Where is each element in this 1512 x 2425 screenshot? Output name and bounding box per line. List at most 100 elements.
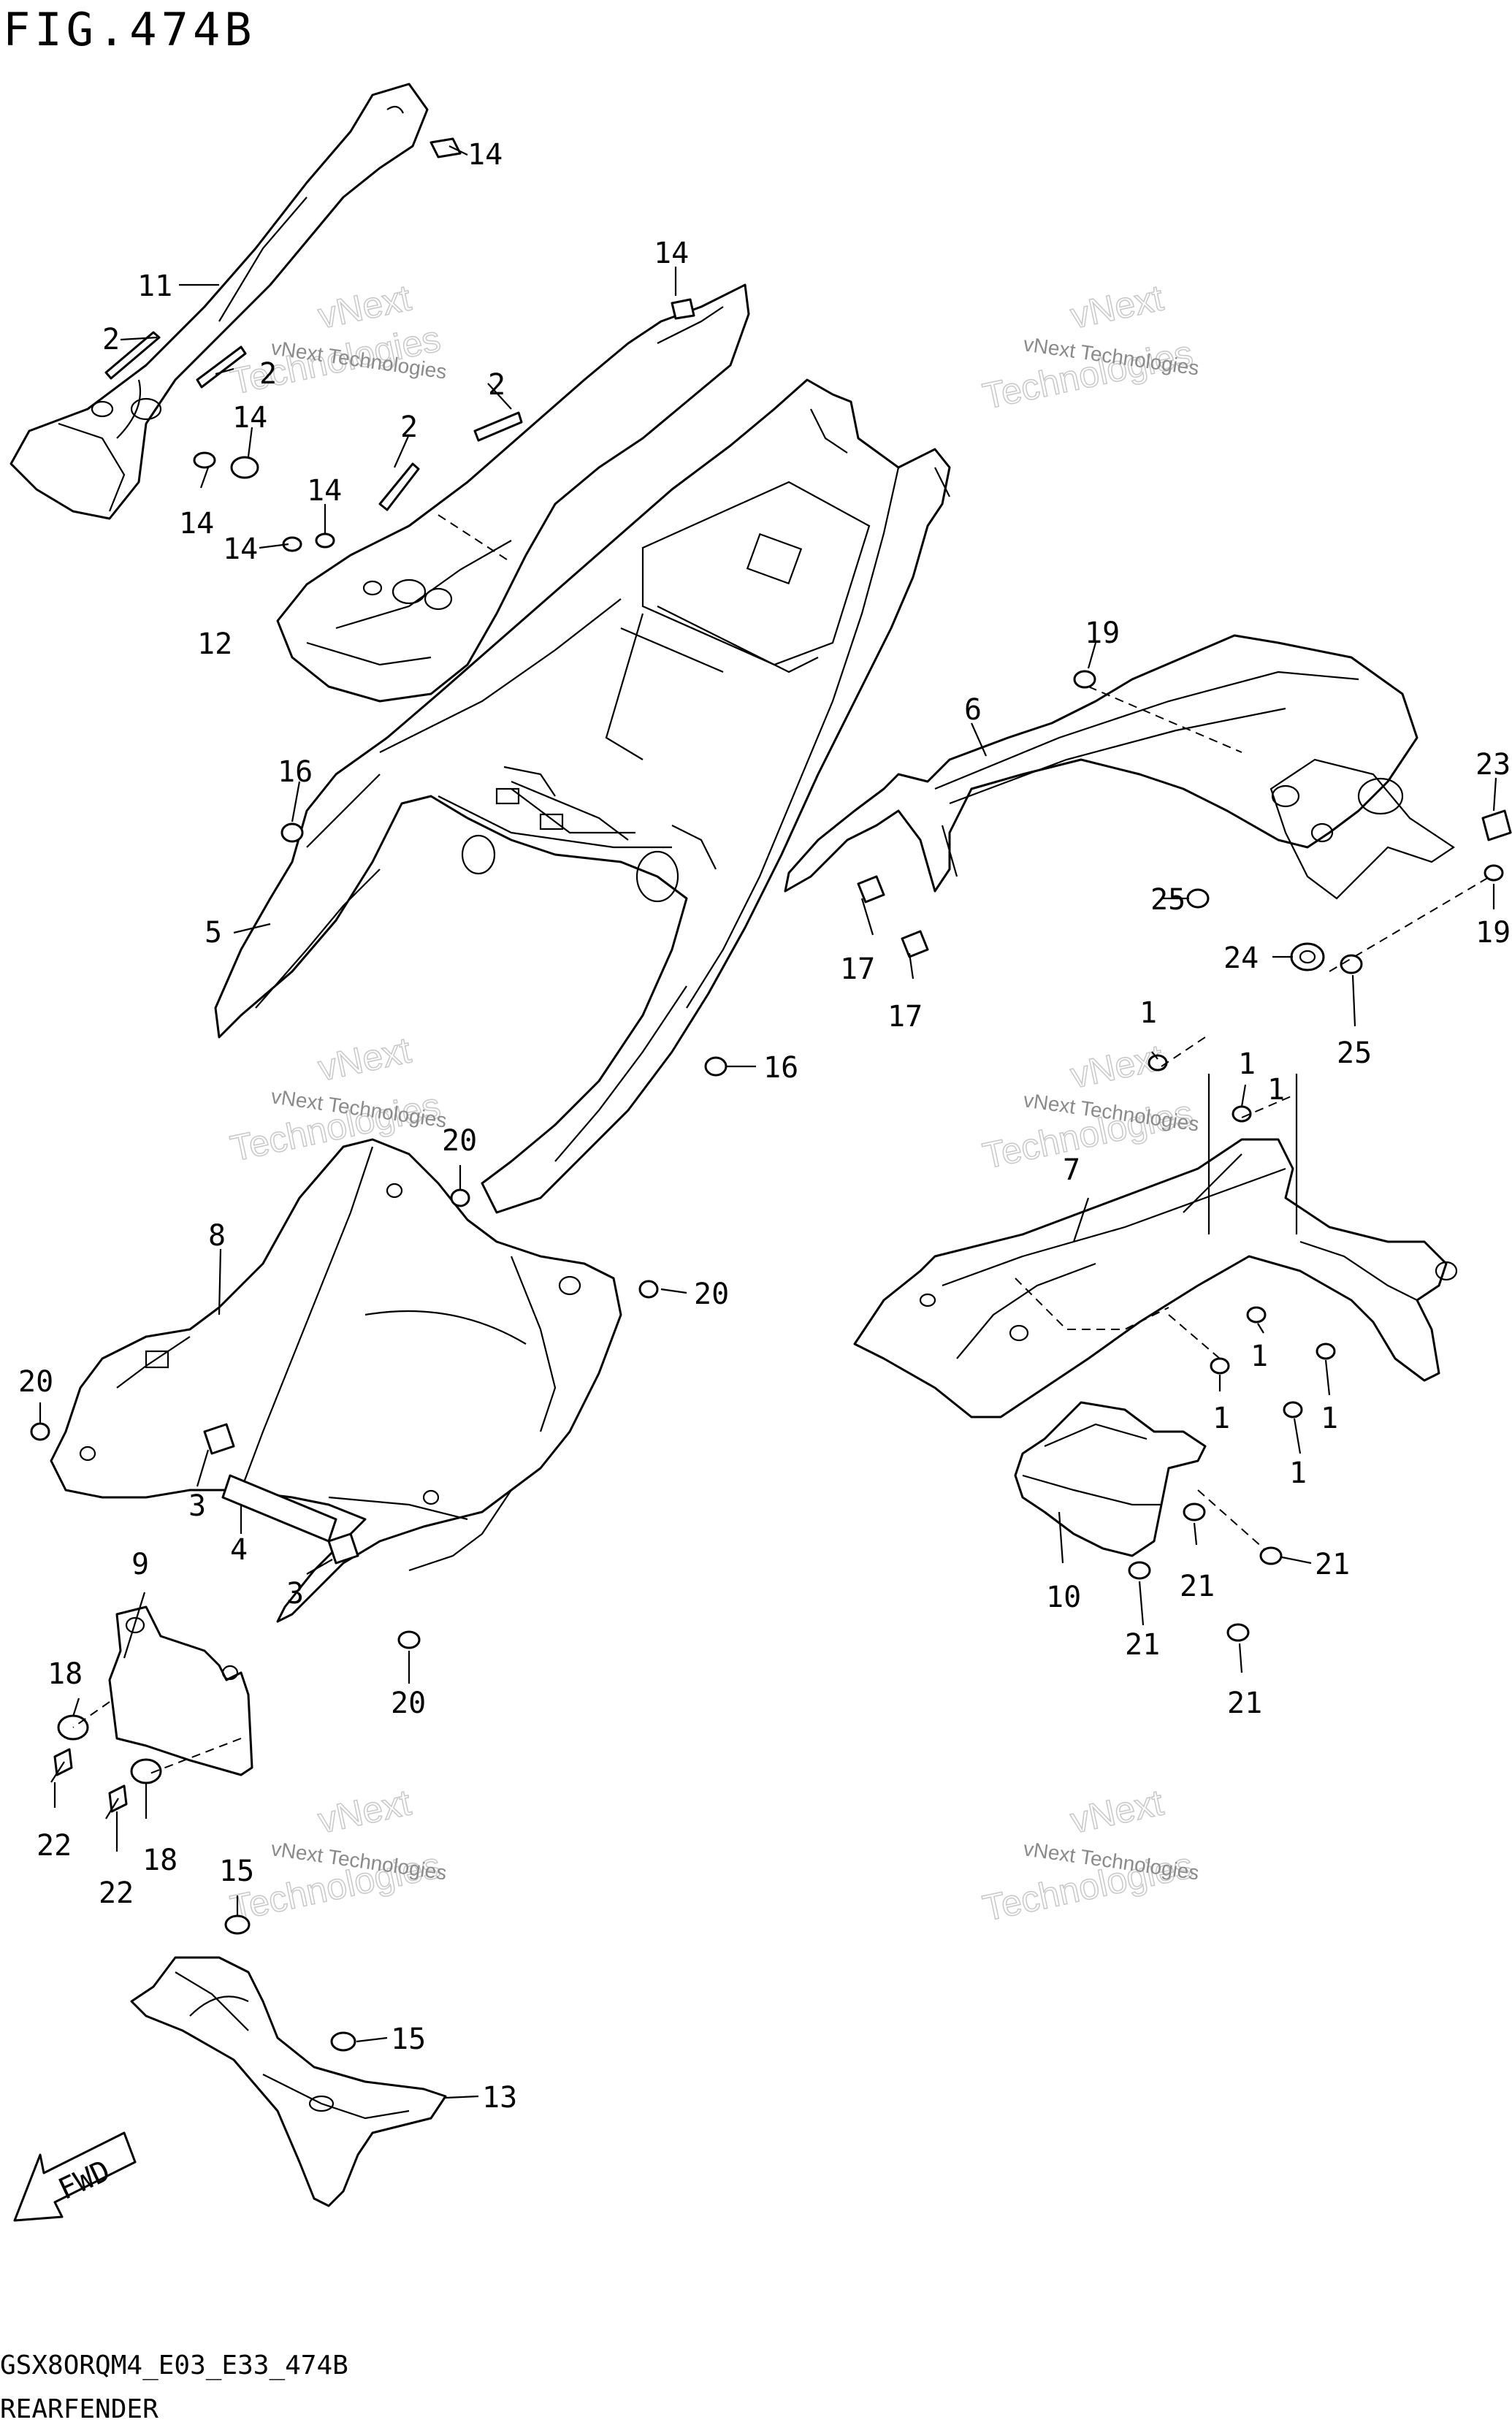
callout-25-b: 25 — [1337, 1036, 1372, 1070]
callout-21-a: 21 — [1315, 1548, 1350, 1581]
watermark-low-left: Technologies vNext vNext Technologies — [226, 1781, 448, 1930]
callout-21-b: 21 — [1180, 1570, 1215, 1603]
watermark-low-right: Technologies vNext vNext Technologies — [979, 1781, 1201, 1930]
callout-15-b: 15 — [391, 2023, 426, 2056]
part-22-screw-b — [105, 1784, 128, 1819]
part-10-lower-cover — [130, 1956, 447, 2207]
callout-13: 12 — [197, 627, 232, 661]
part-15-nut-b — [330, 2031, 356, 2052]
fastener-19-b — [1484, 864, 1504, 882]
fastener-19-a — [1073, 670, 1096, 689]
callout-19-b: 19 — [1475, 916, 1511, 950]
callout-5: 5 — [205, 916, 222, 950]
fastener-1-c — [1246, 1306, 1267, 1324]
fastener-17-a — [857, 875, 885, 904]
callout-17-b: 17 — [887, 1000, 923, 1034]
svg-text:vNext: vNext — [1067, 277, 1167, 336]
part-2-label-d — [378, 462, 420, 511]
watermark-mid-left: Technologies vNext vNext Technologies — [226, 1029, 448, 1170]
callout-20-b: 20 — [694, 1278, 729, 1311]
fastener-17-b — [901, 930, 929, 958]
callout-14-c: 14 — [232, 401, 267, 435]
callout-7: 7 — [1063, 1153, 1080, 1187]
part-2-label-c — [473, 411, 523, 442]
callout-9: 9 — [131, 1548, 149, 1581]
part-5-rear-fender — [214, 378, 951, 1214]
callout-1-c: 1 — [1251, 1340, 1268, 1373]
callout-20-d: 20 — [391, 1687, 426, 1720]
callout-1-b: 1 — [1238, 1047, 1256, 1081]
part-13-cover — [276, 283, 750, 703]
watermark-top-left: Technologies vNext vNext Technologies — [226, 277, 448, 403]
callout-1-a: 1 — [1139, 996, 1157, 1030]
part-23-bolt — [1481, 809, 1512, 841]
part-12-cover — [9, 83, 429, 520]
callout-24: 24 — [1223, 942, 1259, 975]
fastener-14-c — [230, 456, 259, 479]
callout-10: 13 — [482, 2081, 517, 2115]
part-3-clip-a — [203, 1423, 235, 1455]
callout-22-b: 22 — [99, 1876, 134, 1910]
fastener-20-a — [450, 1188, 470, 1207]
fastener-1-d — [1210, 1357, 1230, 1375]
callout-8: 8 — [208, 1219, 226, 1253]
part-24-nut — [1290, 942, 1325, 971]
callout-20-c: 20 — [18, 1365, 53, 1399]
callout-11: 10 — [1046, 1581, 1081, 1614]
fastener-14-f — [315, 532, 335, 549]
part-4-reflector — [221, 1474, 337, 1543]
part-8-inner-fender — [50, 1138, 622, 1623]
callout-1-d: 1 — [1213, 1402, 1230, 1435]
part-3-clip-b — [327, 1532, 359, 1565]
callout-1-e: 1 — [1321, 1402, 1338, 1435]
callout-4: 4 — [230, 1533, 248, 1567]
fastener-1-b — [1232, 1105, 1252, 1123]
section-name: REARFENDER — [0, 2394, 159, 2424]
fastener-21-a — [1259, 1546, 1283, 1565]
part-7-bracket — [853, 1138, 1458, 1418]
fastener-1-f — [1283, 1401, 1303, 1418]
figure-title: FIG.474B — [3, 3, 256, 56]
watermark-top-right: Technologies vNext vNext Technologies — [979, 277, 1201, 418]
callout-14-a: 14 — [467, 138, 503, 172]
fastener-20-b — [638, 1280, 659, 1299]
fastener-20-c — [30, 1422, 50, 1441]
part-11-panel — [1014, 1401, 1207, 1557]
svg-text:vNext: vNext — [315, 1781, 415, 1841]
callout-18-a: 18 — [47, 1657, 83, 1691]
part-6-fender-extension — [784, 634, 1455, 900]
fastener-14-d — [193, 451, 216, 469]
callout-2-d: 2 — [400, 410, 418, 444]
watermark-mid-right: Technologies vNext vNext Technologies — [979, 1036, 1201, 1177]
callout-20-a: 20 — [442, 1124, 477, 1158]
svg-text:vNext: vNext — [1067, 1781, 1167, 1841]
callout-6: 6 — [964, 693, 982, 727]
fastener-1-a — [1148, 1054, 1168, 1072]
callout-14-e: 14 — [223, 532, 258, 566]
callout-2-b: 2 — [259, 357, 277, 391]
part-15-nut-a — [224, 1914, 251, 1935]
callout-1-g: 1 — [1267, 1073, 1285, 1107]
callout-22-a: 22 — [37, 1829, 72, 1863]
callout-25-a: 25 — [1150, 883, 1185, 917]
callout-15-a: 15 — [219, 1855, 254, 1888]
fastener-21-b — [1183, 1502, 1206, 1521]
callout-17-a: 17 — [840, 952, 875, 986]
fastener-16-b — [704, 1056, 728, 1077]
callout-14-d: 14 — [179, 507, 214, 541]
callout-16-b: 16 — [763, 1051, 798, 1085]
callout-19-a: 19 — [1085, 616, 1120, 650]
part-22-screw-a — [50, 1748, 73, 1783]
callouts: 11 2 2 2 2 14 14 14 14 14 14 12 16 5 16 … — [18, 138, 1511, 2115]
fastener-14-a — [429, 137, 462, 159]
callout-21-c: 21 — [1125, 1628, 1160, 1662]
fastener-1-e — [1316, 1343, 1336, 1360]
part-25-washer-a — [1186, 888, 1210, 909]
fastener-21-c — [1128, 1561, 1151, 1580]
part-25-washer-b — [1340, 954, 1363, 974]
callout-16-a: 16 — [278, 755, 313, 789]
callout-14-b: 14 — [654, 237, 689, 270]
callout-12: 11 — [137, 270, 172, 303]
callout-2-c: 2 — [488, 368, 505, 402]
